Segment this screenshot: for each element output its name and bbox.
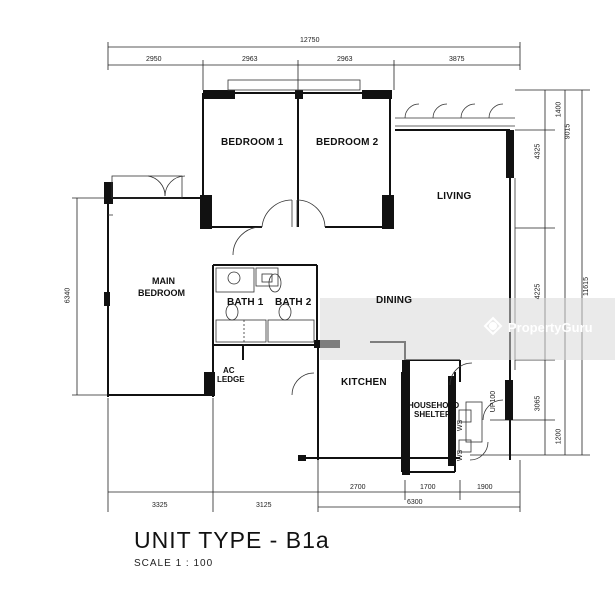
watermark-band	[320, 298, 615, 360]
household-shelter-label-line2: SHELTER	[414, 410, 451, 419]
dim-top-2: 2963	[242, 56, 258, 63]
dim-right-2: 4325	[534, 143, 542, 160]
dim-bottom-2: 3125	[256, 502, 272, 509]
household-shelter-label-line1: HOUSEHOLD	[408, 401, 460, 410]
up-label: UP100	[490, 390, 498, 413]
ac-ledge-label-line1: AC	[223, 366, 235, 375]
kitchen-label: KITCHEN	[341, 377, 387, 388]
main-bedroom-label-line2: BEDROOM	[138, 288, 185, 298]
ac-ledge-label-line2: LEDGE	[217, 375, 245, 384]
dim-right-7: 11615	[582, 277, 590, 296]
dim-bottom-1: 3325	[152, 502, 168, 509]
bath-1-label: BATH 1	[227, 297, 264, 308]
dim-right-6: 9015	[564, 123, 572, 140]
ws-label-2: WS	[457, 449, 465, 462]
dim-bottom-total: 6300	[407, 499, 423, 506]
dim-top-total: 12750	[300, 37, 320, 44]
living-label: LIVING	[437, 191, 472, 202]
bedroom-1-label: BEDROOM 1	[221, 137, 284, 148]
bath-2-label: BATH 2	[275, 297, 312, 308]
dining-label: DINING	[376, 295, 413, 306]
dim-bottom-4: 1700	[420, 484, 436, 491]
dim-top-3: 2963	[337, 56, 353, 63]
dim-top-1: 2950	[146, 56, 162, 63]
main-bedroom-label-line1: MAIN	[152, 276, 175, 286]
dim-left: 6340	[64, 287, 72, 304]
dim-right-1: 1400	[555, 101, 563, 118]
dim-right-5: 1200	[555, 428, 563, 445]
dim-bottom-5: 1900	[477, 484, 493, 491]
watermark-text: PropertyGuru	[508, 320, 593, 335]
dim-right-4: 3065	[534, 395, 542, 412]
ws-label-1: WS	[457, 419, 465, 432]
watermark-logo-icon	[483, 316, 503, 336]
dim-right-3: 4225	[534, 283, 542, 300]
dim-bottom-3: 2700	[350, 484, 366, 491]
scale-label: SCALE 1 : 100	[134, 558, 214, 569]
bedroom-2-label: BEDROOM 2	[316, 137, 379, 148]
unit-type-title: UNIT TYPE - B1a	[134, 527, 330, 553]
wall-block	[203, 90, 235, 99]
dim-top-4: 3875	[449, 56, 465, 63]
